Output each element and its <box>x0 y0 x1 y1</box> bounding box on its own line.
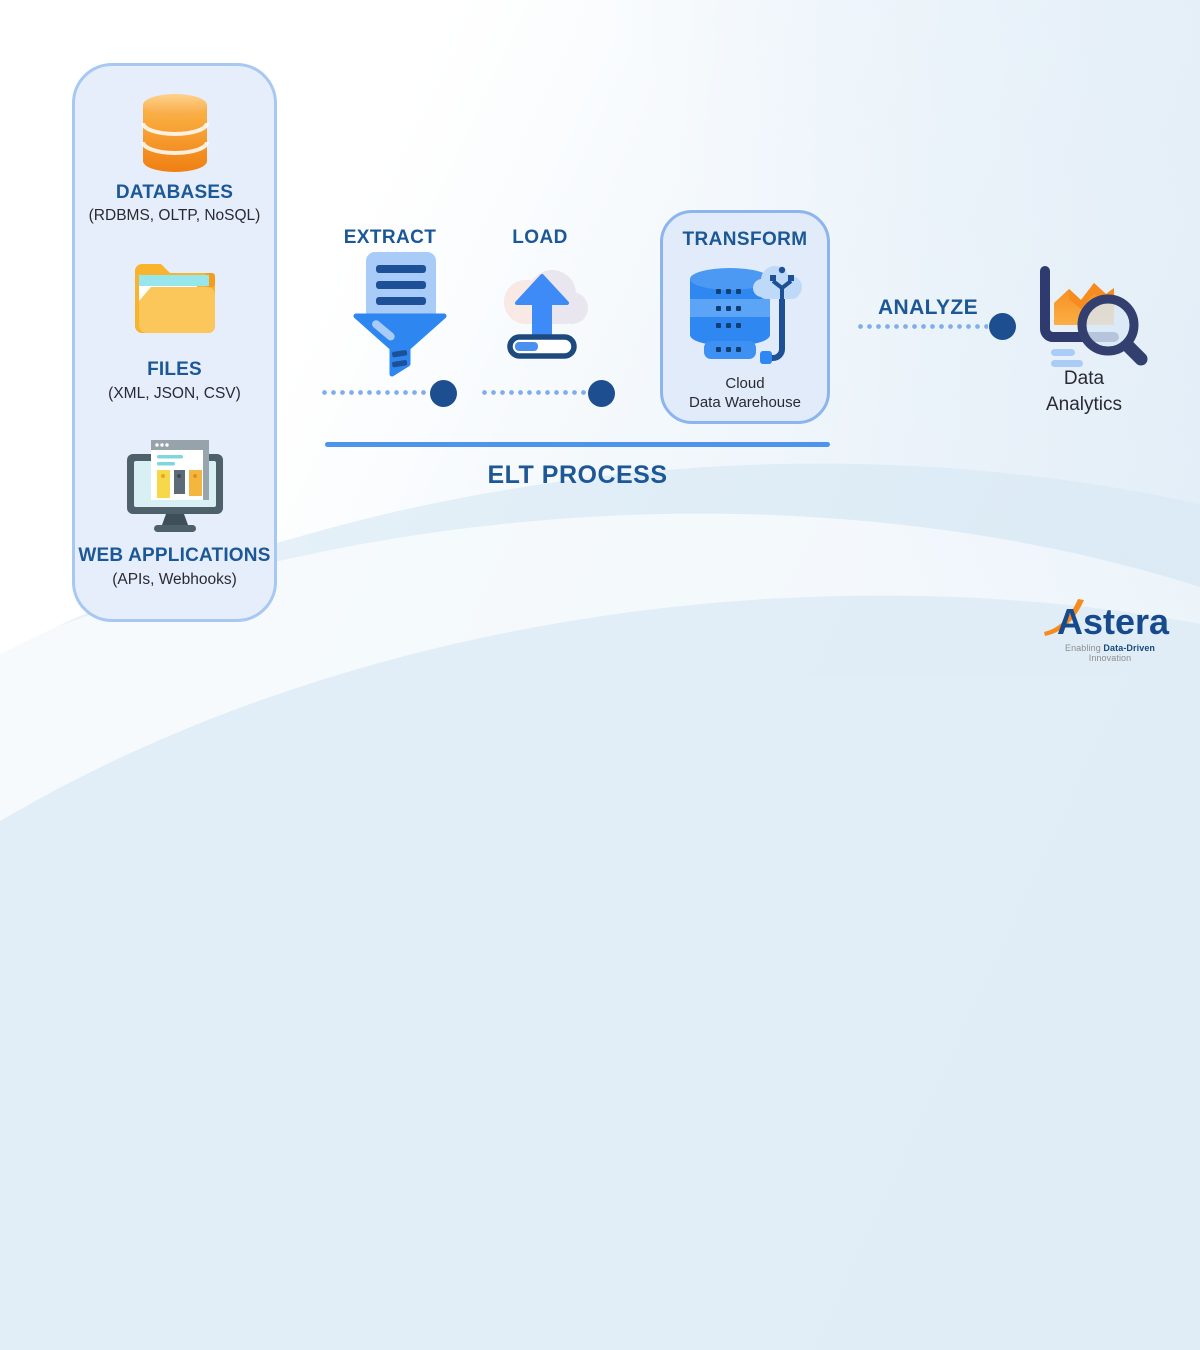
chart-magnifier-icon <box>1034 263 1148 376</box>
brand-tagline: Enabling Data-Driven Innovation <box>1043 643 1177 663</box>
brand-logo: Astera Enabling Data-Driven Innovation <box>1043 594 1177 663</box>
tagline-bold: Data-Driven <box>1103 643 1156 653</box>
analyze-connector-endpoint <box>989 313 1016 340</box>
load-label: LOAD <box>512 227 568 248</box>
transform-caption-line1: Cloud <box>725 375 765 392</box>
data-sources-panel: DATABASES (RDBMS, OLTP, NoSQL) FILES (XM… <box>72 63 277 622</box>
tagline-suffix: Innovation <box>1088 653 1132 663</box>
load-connector-dots <box>482 390 594 395</box>
cloud-upload-icon <box>490 258 594 365</box>
transform-label: TRANSFORM <box>682 229 808 250</box>
data-analytics-line1: Data <box>1063 368 1105 389</box>
files-sublabel: (XML, JSON, CSV) <box>108 385 241 402</box>
tagline-prefix: Enabling <box>1064 643 1104 653</box>
data-analytics-label: Data Analytics <box>1022 366 1146 418</box>
databases-label: DATABASES <box>115 182 234 203</box>
web-app-monitor-icon <box>125 438 225 537</box>
web-applications-sublabel: (APIs, Webhooks) <box>112 571 237 588</box>
extract-connector-dots <box>322 390 434 395</box>
funnel-extract-icon <box>352 252 448 385</box>
extract-connector-endpoint <box>430 380 457 407</box>
elt-process-title: ELT PROCESS <box>487 461 668 489</box>
transform-box: TRANSFORM <box>660 210 830 424</box>
analyze-connector-dots <box>858 324 988 329</box>
transform-caption-line2: Data Warehouse <box>688 394 801 411</box>
folder-icon <box>131 259 219 338</box>
astera-logo: Astera <box>1044 599 1170 642</box>
files-label: FILES <box>147 359 202 380</box>
analyze-label: ANALYZE <box>877 296 979 319</box>
data-analytics-line2: Analytics <box>1045 394 1123 415</box>
cloud-data-warehouse-icon <box>678 253 812 382</box>
elt-process-line <box>325 442 830 447</box>
databases-sublabel: (RDBMS, OLTP, NoSQL) <box>88 207 261 224</box>
load-connector-endpoint <box>588 380 615 407</box>
brand-name: Astera <box>1057 601 1170 642</box>
extract-label: EXTRACT <box>343 227 437 248</box>
database-icon <box>138 92 212 179</box>
elt-diagram: DATABASES (RDBMS, OLTP, NoSQL) FILES (XM… <box>72 63 1177 663</box>
web-applications-label: WEB APPLICATIONS <box>78 545 271 566</box>
